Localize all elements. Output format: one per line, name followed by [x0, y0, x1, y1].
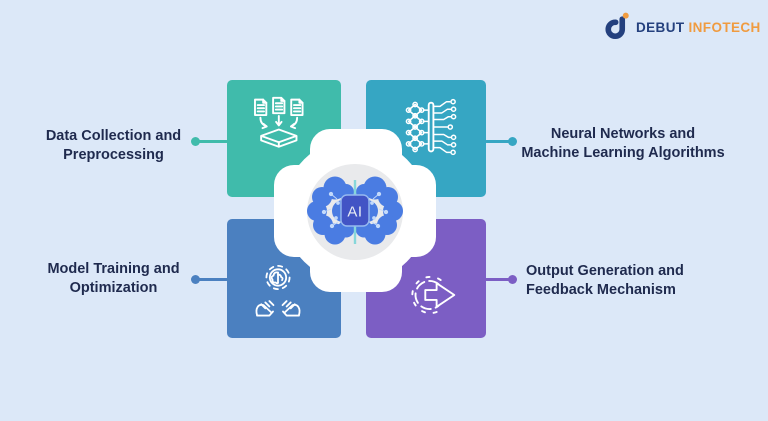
- label-line: Feedback Mechanism: [526, 282, 676, 298]
- logo-dot-icon: [622, 12, 629, 19]
- label-line: Neural Networks and: [550, 126, 696, 142]
- connector-dot-output-generation: [508, 275, 517, 284]
- ai-badge-label: AI: [347, 204, 362, 221]
- label-line: Machine Learning Algorithms: [521, 145, 725, 161]
- hands-holding-brain-gear-icon: [255, 264, 301, 317]
- label-line: Model Training and: [47, 261, 180, 277]
- neural-network-circuit-icon: [405, 98, 457, 156]
- documents-into-tray-icon: [254, 96, 304, 148]
- ai-brain-icon: AI: [305, 168, 405, 261]
- logo-brand-primary: DEBUT: [636, 19, 685, 35]
- connector-data-collection: [198, 140, 228, 143]
- connector-neural-networks: [485, 140, 510, 143]
- connector-output-generation: [485, 278, 510, 281]
- label-output-generation: Output Generation and Feedback Mechanism: [526, 262, 746, 300]
- label-neural-networks: Neural Networks and Machine Learning Alg…: [513, 125, 733, 163]
- connector-model-training: [198, 278, 228, 281]
- label-model-training: Model Training and Optimization: [21, 260, 206, 298]
- connector-dot-model-training: [191, 275, 200, 284]
- label-line: Output Generation and: [526, 263, 684, 279]
- debut-infotech-logo-mark: [605, 12, 629, 40]
- ai-badge: [340, 194, 370, 227]
- label-line: Data Collection and: [45, 128, 182, 144]
- label-data-collection: Data Collection and Preprocessing: [21, 127, 206, 165]
- label-line: Optimization: [69, 280, 158, 296]
- gear-arrow-output-icon: [411, 275, 456, 315]
- brain-circuit-details: [321, 191, 389, 229]
- label-line: Preprocessing: [63, 147, 164, 163]
- connector-dot-neural-networks: [508, 137, 517, 146]
- logo-brand-secondary: INFOTECH: [688, 19, 761, 35]
- connector-dot-data-collection: [191, 137, 200, 146]
